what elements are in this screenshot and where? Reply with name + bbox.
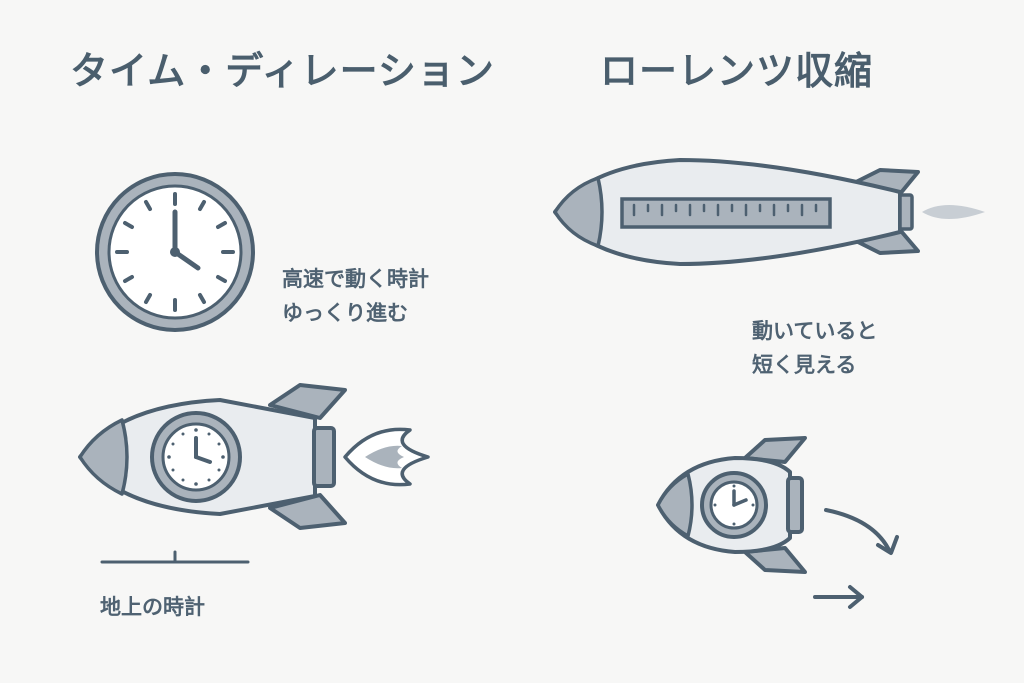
caption-ground-clock-text: 地上の時計 xyxy=(100,595,205,619)
caption-dilation: 高速で動く時計 ゆっくり進む xyxy=(282,262,429,330)
curved-arrow-icon xyxy=(824,508,899,555)
caption-contraction-line1: 動いていると xyxy=(752,319,878,343)
long-rocket-icon xyxy=(553,158,985,266)
small-rocket-icon xyxy=(656,436,807,574)
ruler-icon xyxy=(620,197,832,229)
caption-contraction: 動いていると 短く見える xyxy=(752,314,877,382)
right-arrow-icon xyxy=(813,585,864,609)
wall-clock-icon xyxy=(95,172,255,332)
caption-contraction-line2: 短く見える xyxy=(752,353,857,377)
title-time-dilation: タイム・ディレーション xyxy=(70,49,495,93)
ground-line xyxy=(100,550,250,564)
rocket-icon xyxy=(78,383,430,530)
caption-ground-clock: 地上の時計 xyxy=(100,590,205,624)
caption-dilation-line1: 高速で動く時計 xyxy=(282,267,429,291)
caption-dilation-line2: ゆっくり進む xyxy=(282,301,408,325)
title-length-contraction: ローレンツ収縮 xyxy=(600,49,874,93)
